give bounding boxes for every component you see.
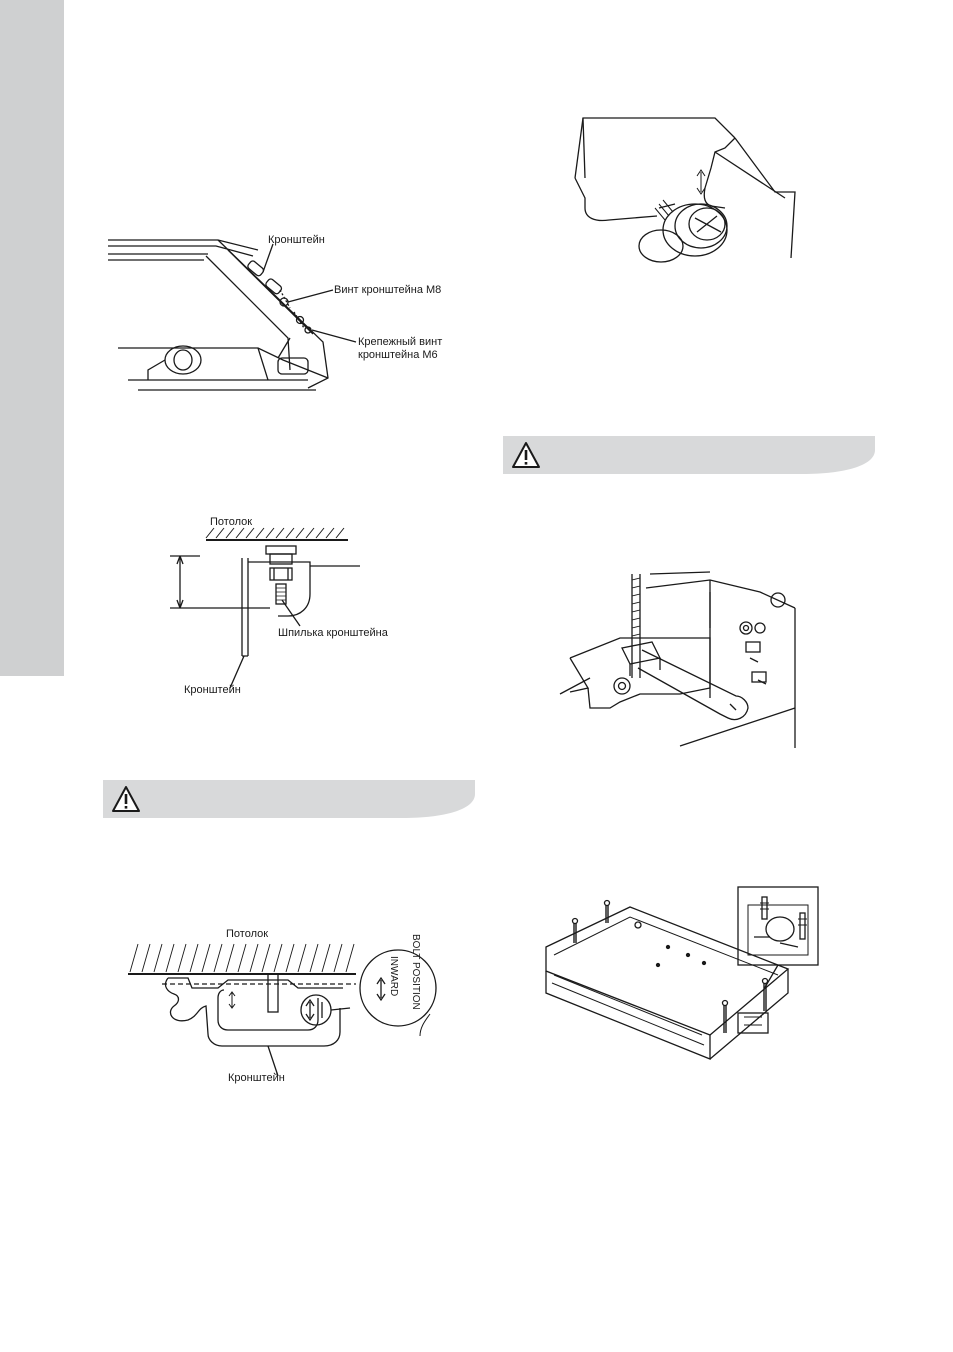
wrench-tightening-figure	[560, 568, 805, 750]
ceiling-stud-figure: Потолок Шпилька кронштейна Кронштейн	[170, 516, 410, 700]
label-bracket-stud: Шпилька кронштейна	[278, 627, 388, 640]
bolt-washer-figure	[575, 108, 800, 270]
label-bracket-screw-m8: Винт кронштейна М8	[334, 284, 441, 297]
side-color-strip	[0, 0, 64, 676]
label-bolt-position-line1: BOLT POSITION	[409, 934, 422, 1010]
warning-triangle-icon	[511, 440, 541, 470]
label-bolt-position-line2: INWARD	[387, 956, 400, 996]
label-ceiling: Потолок	[210, 516, 252, 529]
warning-bar-right	[503, 436, 875, 474]
label-bracket: Кронштейн	[268, 234, 325, 247]
warning-triangle-icon	[111, 784, 141, 814]
warning-bar-left	[103, 780, 475, 818]
label-fixing-screw-line1: Крепежный винт	[358, 336, 442, 349]
label-bracket: Кронштейн	[228, 1072, 285, 1085]
label-ceiling: Потолок	[226, 928, 268, 941]
bolt-position-figure: Потолок Кронштейн BOLT POSITION INWARD	[128, 928, 438, 1088]
label-bracket: Кронштейн	[184, 684, 241, 697]
bracket-screws-figure: Кронштейн Винт кронштейна М8 Крепежный в…	[108, 230, 468, 400]
label-fixing-screw-line2: кронштейна М6	[358, 349, 438, 362]
indoor-unit-studs-figure	[538, 885, 820, 1073]
